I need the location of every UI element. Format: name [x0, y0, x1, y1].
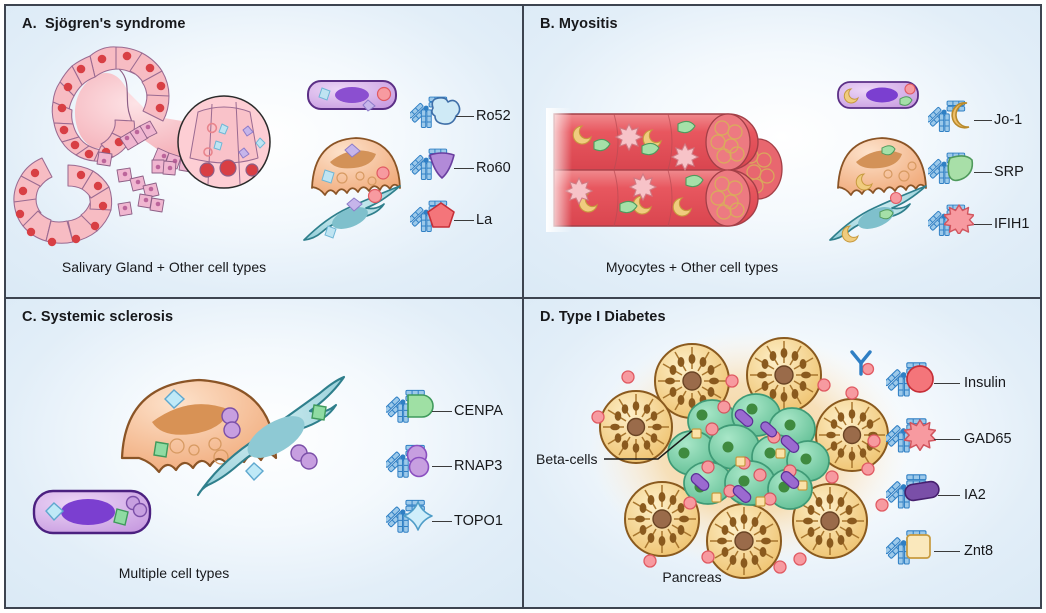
topo1-antigen-icon — [403, 501, 433, 531]
legend-row-ro52[interactable]: Ro52 — [410, 90, 520, 142]
legend-row-cenpa[interactable]: CENPA — [386, 383, 516, 438]
leader-line — [974, 172, 992, 174]
panel-c-title: C. Systemic sclerosis — [22, 309, 174, 325]
leader-line — [432, 520, 452, 522]
ia2-antigen-icon — [904, 480, 940, 502]
cell-types-group-b — [829, 81, 927, 243]
epithelial-cell — [837, 81, 919, 109]
jo1-antigen-icon — [951, 101, 970, 129]
gad65-antigen-icon — [904, 419, 936, 451]
dendritic-cell — [837, 137, 927, 196]
legend-row-znt8[interactable]: Znt8 — [886, 523, 1026, 579]
ifih1-antigen-icon — [944, 204, 974, 234]
dendritic-cell — [311, 137, 401, 196]
panel-a-title: A. Sjögren's syndrome — [22, 16, 186, 32]
legend-row-topo1[interactable]: TOPO1 — [386, 493, 516, 548]
legend-label-cenpa: CENPA — [454, 402, 503, 419]
legend-label-znt8: Znt8 — [964, 543, 994, 559]
dendritic-cell-illustration — [120, 378, 278, 474]
salivary-gland-illustration — [13, 46, 271, 247]
leader-line — [974, 120, 992, 122]
legend-label-ia2: IA2 — [964, 487, 986, 503]
legend-panel-d: Insulin GAD65 IA2 — [886, 355, 1026, 579]
insulin-antigen-icon — [906, 365, 934, 393]
panel-grid: A. Sjögren's syndrome — [4, 4, 1042, 609]
panel-b-caption: Myocytes + Other cell types — [605, 259, 779, 275]
legend-row-ifih1[interactable]: IFIH1 — [928, 198, 1040, 250]
epithelial-cell — [307, 80, 397, 112]
legend-row-ro60[interactable]: Ro60 — [410, 142, 520, 194]
legend-row-gad65[interactable]: GAD65 — [886, 411, 1026, 467]
legend-panel-c: CENPA RNAP3 TOPO1 — [386, 383, 516, 548]
leader-line — [974, 224, 992, 226]
legend-row-jo1[interactable]: Jo-1 — [928, 94, 1040, 146]
legend-label-ro52: Ro52 — [476, 108, 511, 124]
beta-cells-label: Beta-cells — [536, 451, 598, 467]
leader-line — [934, 439, 960, 441]
rnap3-antigen-icon — [406, 444, 430, 478]
legend-label-ro60: Ro60 — [476, 160, 511, 176]
leader-line — [456, 116, 474, 118]
fibroblast-cell-illustration — [196, 375, 346, 497]
legend-panel-b: Jo-1 SRP IFIH1 — [928, 94, 1040, 250]
legend-label-rnap3: RNAP3 — [454, 457, 503, 474]
leader-line — [938, 495, 960, 497]
legend-label-insulin: Insulin — [964, 375, 1006, 391]
fibroblast-cell — [829, 185, 927, 243]
legend-label-la: La — [476, 212, 493, 228]
panel-myositis: B. Myositis — [524, 6, 1040, 297]
panel-systemic-sclerosis: C. Systemic sclerosis — [6, 299, 522, 607]
la-antigen-icon — [427, 202, 455, 228]
beta-cells-leader-line — [604, 430, 693, 460]
cenpa-antigen-icon — [407, 394, 434, 418]
panel-type-i-diabetes: D. Type I Diabetes — [524, 299, 1040, 607]
leader-line — [454, 168, 474, 170]
legend-label-ifih1: IFIH1 — [994, 216, 1030, 232]
legend-row-insulin[interactable]: Insulin — [886, 355, 1026, 411]
panel-d-title: D. Type I Diabetes — [540, 309, 666, 325]
cell-types-group-a — [303, 80, 401, 241]
pancreas-illustration — [589, 331, 909, 579]
muscle-fiber-illustration — [546, 108, 783, 232]
panel-b-title: B. Myositis — [540, 16, 618, 32]
legend-label-topo1: TOPO1 — [454, 512, 503, 529]
leader-line — [454, 220, 474, 222]
fibroblast-cell — [303, 185, 401, 241]
panel-a-caption: Salivary Gland + Other cell types — [61, 259, 267, 275]
legend-row-la[interactable]: La — [410, 194, 520, 246]
legend-label-gad65: GAD65 — [964, 431, 1012, 447]
ro52-antigen-icon — [431, 97, 461, 125]
leader-line — [934, 551, 960, 553]
znt8-antigen-icon — [906, 534, 931, 559]
leader-line — [432, 410, 452, 412]
epithelial-cell-illustration — [32, 489, 152, 535]
leader-line — [934, 383, 960, 385]
panel-c-caption: Multiple cell types — [118, 565, 230, 581]
panel-d-caption: Pancreas — [662, 569, 722, 585]
legend-label-srp: SRP — [994, 164, 1024, 180]
legend-label-jo1: Jo-1 — [994, 112, 1023, 128]
legend-row-srp[interactable]: SRP — [928, 146, 1040, 198]
leader-line — [432, 465, 452, 467]
ro60-antigen-icon — [429, 152, 455, 179]
srp-antigen-icon — [947, 155, 974, 182]
legend-row-ia2[interactable]: IA2 — [886, 467, 1026, 523]
legend-row-rnap3[interactable]: RNAP3 — [386, 438, 516, 493]
panel-sjogrens: A. Sjögren's syndrome — [6, 6, 522, 297]
legend-panel-a: Ro52 Ro60 La — [410, 90, 520, 246]
